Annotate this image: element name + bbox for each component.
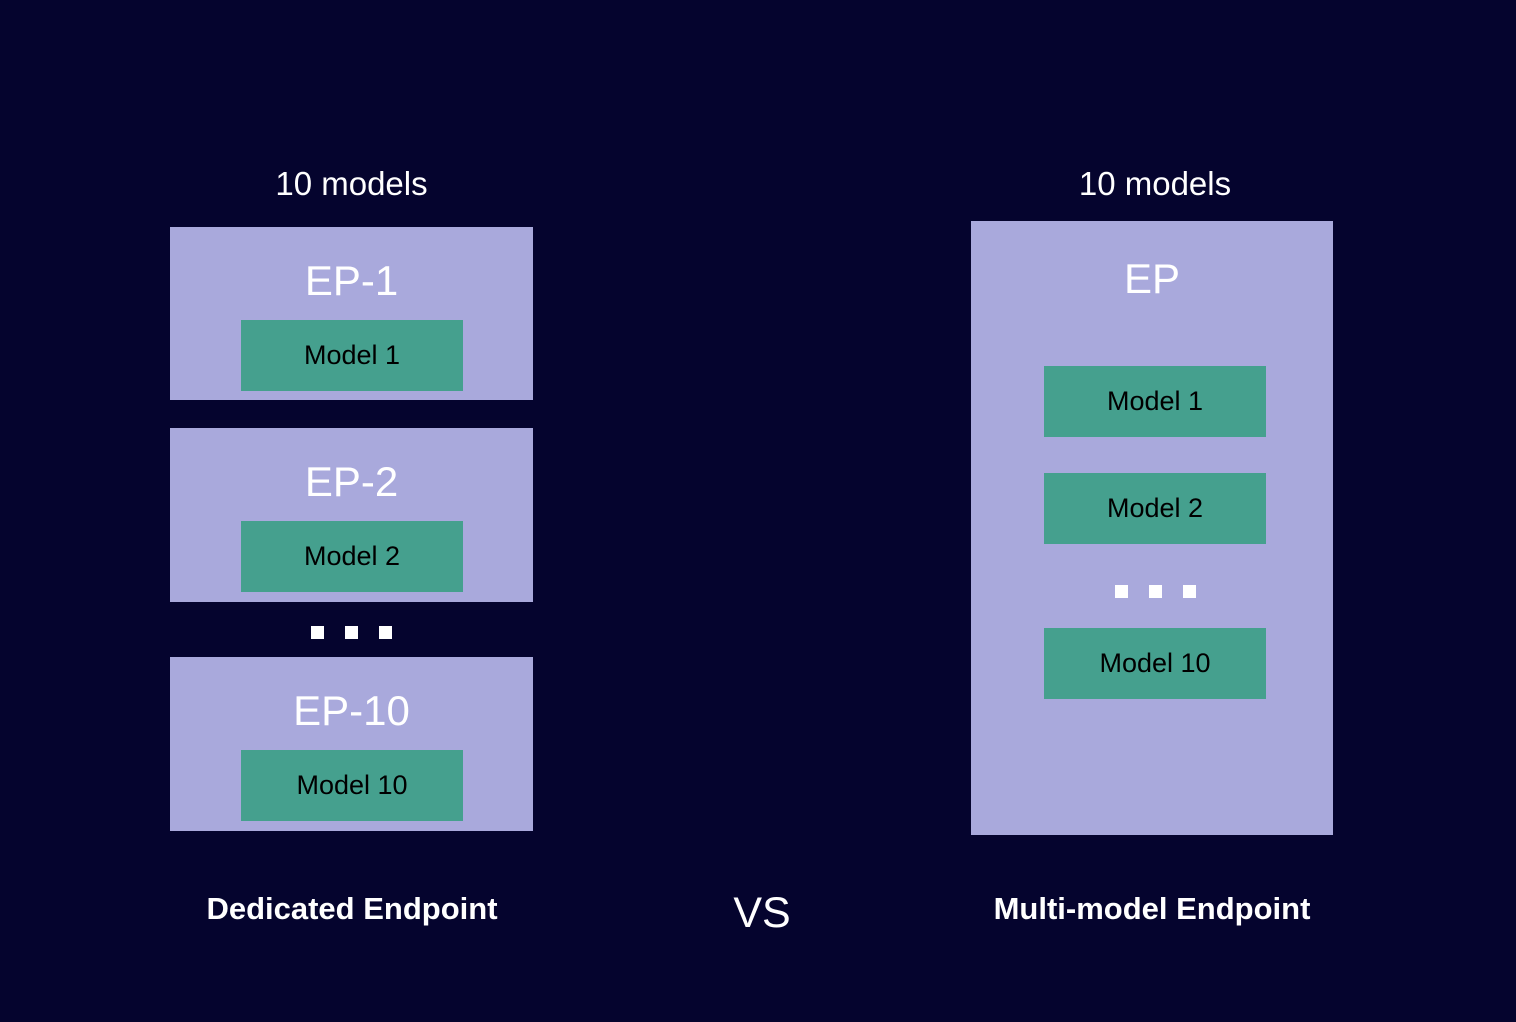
endpoint-title-ep-1: EP-1 — [304, 257, 399, 304]
model-chip-ep-2: Model 2 — [241, 521, 463, 592]
ellipsis-dot — [379, 625, 392, 639]
right-caption-line-1: 10 models — [1078, 165, 1232, 202]
model-chip-mme-model-10: Model 10 — [1044, 628, 1266, 699]
footer-label-multi-model-endpoint: Multi-model Endpoint — [993, 891, 1311, 926]
model-chip-ep-1: Model 1 — [241, 320, 463, 391]
ellipsis-dot — [1148, 584, 1162, 598]
left-ellipsis-icon — [170, 622, 533, 642]
endpoint-title-ep: EP — [1123, 255, 1181, 302]
endpoint-box-ep-1: EP-1 Model 1 — [170, 227, 533, 400]
footer-label-dedicated-endpoint: Dedicated Endpoint — [206, 891, 498, 926]
versus-label: VS — [733, 889, 791, 937]
endpoint-title-ep-10: EP-10 — [293, 687, 410, 734]
multi-model-ellipsis-icon — [1044, 581, 1266, 601]
ellipsis-dot — [1114, 584, 1128, 598]
ellipsis-dot — [1182, 584, 1196, 598]
ellipsis-dot — [345, 625, 358, 639]
model-chip-ep-10: Model 10 — [241, 750, 463, 821]
endpoint-box-ep-2: EP-2 Model 2 — [170, 428, 533, 602]
endpoint-title-ep-2: EP-2 — [304, 458, 399, 505]
ellipsis-dot — [311, 625, 324, 639]
endpoint-box-multi-model: EP Model 1 Model 2 Model 10 — [971, 221, 1333, 835]
model-chip-mme-model-2: Model 2 — [1044, 473, 1266, 544]
endpoint-box-ep-10: EP-10 Model 10 — [170, 657, 533, 831]
left-caption-line-1: 10 models — [275, 165, 428, 202]
model-chip-mme-model-1: Model 1 — [1044, 366, 1266, 437]
